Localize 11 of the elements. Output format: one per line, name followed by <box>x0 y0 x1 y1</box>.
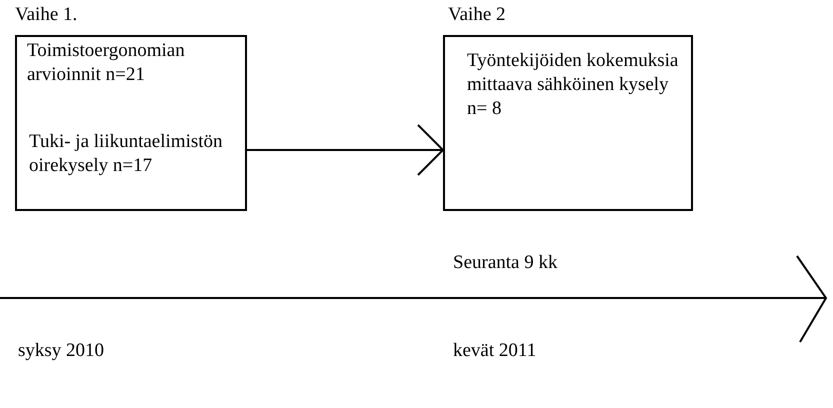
date-label: syksy 2010 <box>18 339 104 363</box>
duration-label: Seuranta 9 kk <box>453 251 558 275</box>
process-box <box>443 35 693 211</box>
box-text: Työntekijöiden kokemuksia mittaava sähköinen kysely n= 8 <box>467 49 680 121</box>
arrow <box>247 124 444 176</box>
date-label: kevät 2011 <box>453 339 536 363</box>
phase-label: Vaihe 1. <box>15 3 78 27</box>
phase-label: Vaihe 2 <box>448 3 506 27</box>
box-text: Tuki- ja liikuntaelimistön oirekysely n=17 <box>29 130 224 178</box>
box-text: Toimistoergonomian arvioinnit n=21 <box>27 39 186 87</box>
process-box <box>15 35 247 211</box>
